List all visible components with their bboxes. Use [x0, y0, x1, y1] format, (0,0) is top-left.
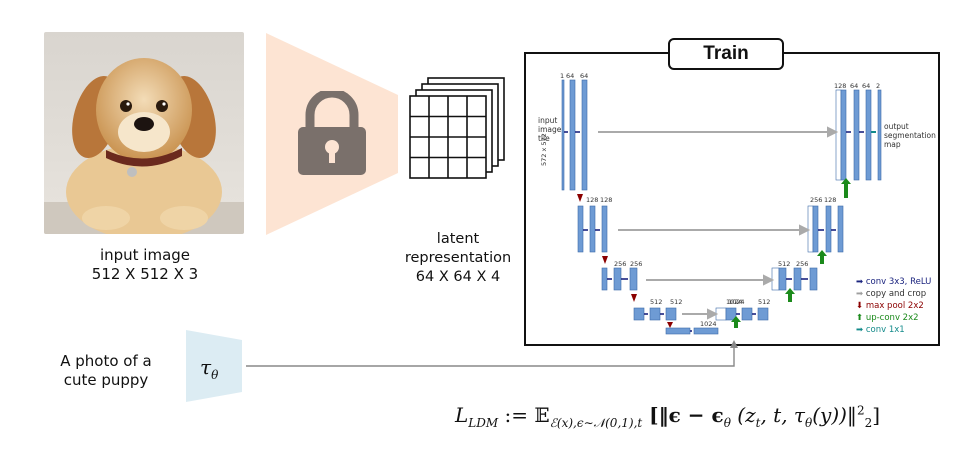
formula-expect-sub: ℰ(x),ϵ∼𝒩(0,1),t	[549, 416, 643, 430]
latent-caption-line1: latent	[436, 231, 480, 247]
formula-args: (z	[730, 403, 756, 427]
latent-caption-line3: 64 X 64 X 4	[415, 269, 501, 285]
formula-close: ]	[872, 403, 881, 427]
unet-ch-l4-left-2: 512	[670, 298, 683, 306]
legend-copy-label: copy and crop	[865, 289, 927, 299]
unet-ch-l3-left-2: 256	[630, 260, 643, 268]
legend-upconv: ⬆ up-conv 2x2	[856, 313, 919, 323]
unet-input-label-line1: input	[538, 116, 558, 125]
unet-diagram	[561, 79, 882, 335]
tau-symbol: τθ	[200, 355, 218, 382]
unet-output-label-line3: map	[884, 140, 901, 149]
input-image-caption: input image 512 X 512 X 3	[60, 246, 230, 284]
unet-ch-top-left-2: 64	[566, 72, 575, 80]
unet-output-label-line2: segmentation	[884, 131, 936, 140]
unet-input-label-line2: image	[538, 125, 562, 134]
formula-lhs-sub: LDM	[468, 416, 499, 430]
formula-assign: := 𝔼	[498, 403, 550, 427]
unet-ch-l4-right-2: 512	[758, 298, 771, 306]
formula-args2: , t, τ	[760, 403, 805, 427]
legend-pool-label: max pool 2x2	[865, 301, 924, 311]
formula-theta: θ	[723, 416, 731, 430]
input-image-caption-line2: 512 X 512 X 3	[91, 265, 199, 283]
unet-output-label: output segmentation map	[884, 122, 936, 149]
unet-ch-l2-left-1: 128	[586, 196, 599, 204]
formula-pow: 2	[856, 403, 865, 418]
unet-ch-l4-right-1: 1024	[726, 298, 743, 306]
legend-conv-label: conv 3x3, ReLU	[865, 277, 932, 287]
unet-ch-top-right-2: 64	[850, 82, 859, 90]
train-title: Train	[668, 38, 784, 70]
tau-sub: θ	[211, 368, 219, 382]
puppy-photo	[44, 32, 244, 234]
unet-input-label: input image tile	[538, 116, 561, 143]
legend-upconv-label: up-conv 2x2	[865, 313, 919, 323]
unet-legend: ➡ conv 3x3, ReLU ➡ copy and crop ⬇ max p…	[856, 276, 938, 336]
formula-lhs: L	[455, 403, 469, 427]
input-image-caption-line1: input image	[99, 246, 191, 264]
tau-letter: τ	[200, 355, 212, 379]
formula-body: [‖ϵ − ϵ	[642, 403, 724, 427]
unet-ch-bottom-2: 1024	[728, 298, 745, 306]
unet-ch-l3-right-1: 512	[778, 260, 791, 268]
prompt-text: A photo of a cute puppy	[36, 352, 176, 390]
unet-ch-l3-right-2: 256	[796, 260, 809, 268]
formula-args3: (y))‖	[812, 403, 857, 427]
legend-pool: ⬇ max pool 2x2	[856, 301, 924, 311]
conditioning-arrow	[246, 340, 738, 367]
unet-ch-l4-left-1: 512	[650, 298, 663, 306]
ldm-loss-formula: LLDM := 𝔼ℰ(x),ϵ∼𝒩(0,1),t [‖ϵ − ϵθ (zt, t…	[455, 403, 880, 431]
legend-conv1: ➡ conv 1x1	[856, 325, 905, 335]
legend-conv: ➡ conv 3x3, ReLU	[856, 277, 932, 287]
formula-zt-sub: t	[755, 416, 761, 430]
unet-ch-l2-right-1: 256	[810, 196, 823, 204]
unet-ch-top-right-3: 64	[862, 82, 871, 90]
latent-caption: latent representation 64 X 64 X 4	[388, 230, 528, 287]
unet-ch-top-right-4: 2	[876, 82, 881, 90]
unet-ch-top-left-3: 64	[580, 72, 589, 80]
unet-ch-l2-right-2: 128	[824, 196, 837, 204]
unet-input-label-line3: tile	[538, 134, 550, 143]
unet-ch-top-right-1: 128	[834, 82, 847, 90]
legend-conv1-label: conv 1x1	[865, 325, 905, 335]
legend-copy: ➡ copy and crop	[856, 289, 927, 299]
prompt-line2: cute puppy	[63, 371, 149, 389]
unet-ch-l2-left-2: 128	[600, 196, 613, 204]
lock-icon	[298, 91, 366, 175]
text-encoder-shape	[186, 330, 242, 402]
unet-ch-l3-left-1: 256	[614, 260, 627, 268]
latent-grid-icon	[409, 77, 505, 179]
unet-size-572: 572 x 572	[540, 133, 548, 166]
unet-ch-bottom-1: 1024	[700, 320, 717, 328]
unet-output-label-line1: output	[884, 122, 909, 131]
formula-norm-sub: 2	[864, 416, 873, 430]
latent-caption-line2: representation	[404, 250, 512, 266]
unet-ch-top-left-1: 1	[560, 72, 565, 80]
prompt-line1: A photo of a	[60, 352, 152, 370]
formula-theta2: θ	[804, 416, 813, 430]
